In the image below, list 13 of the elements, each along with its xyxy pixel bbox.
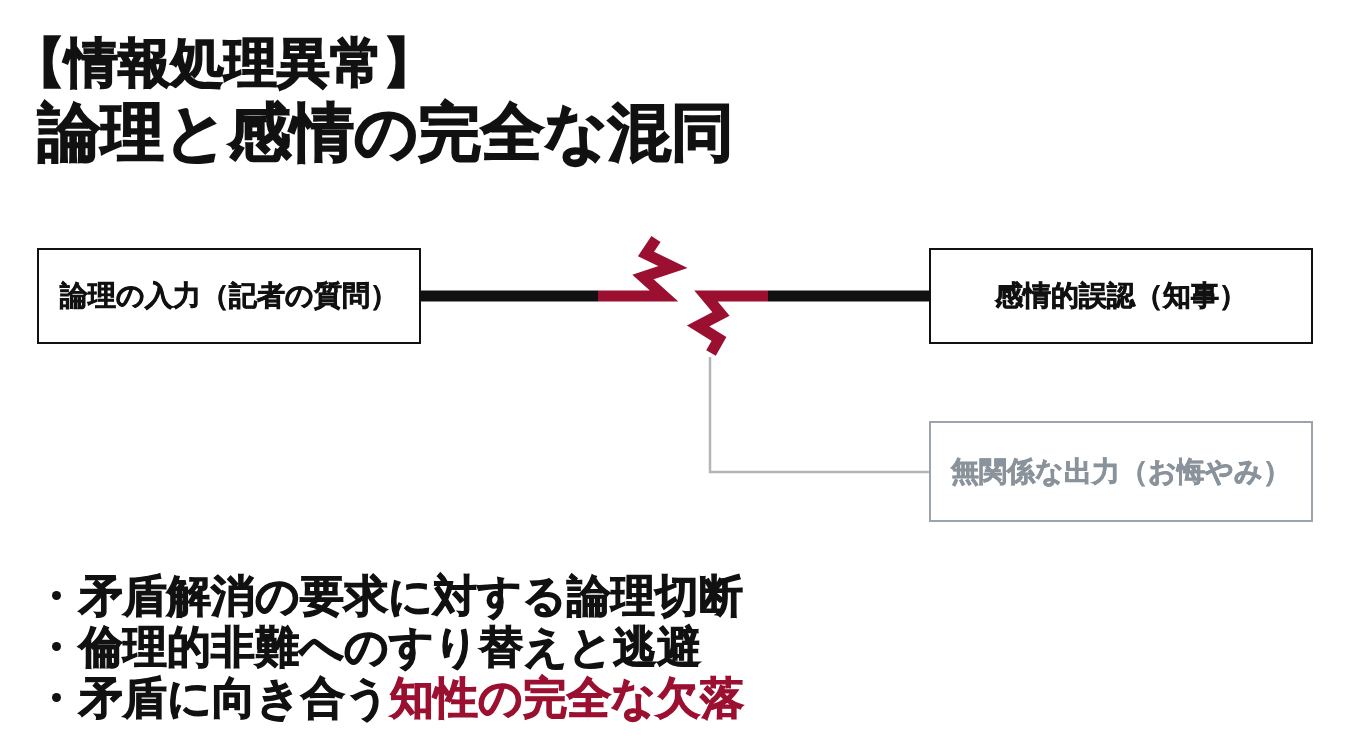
box-label: 無関係な出力（お悔やみ） [951, 454, 1291, 489]
connector-line [708, 357, 929, 474]
bullet-text: 倫理的非難へのすり替えと逃避 [79, 621, 701, 672]
process-box [37, 248, 421, 344]
process-box [929, 421, 1313, 522]
broken-connector-line [686, 290, 929, 356]
box-label: 論理の入力（記者の質問） [60, 279, 398, 313]
bullet-text: 矛盾に向き合う知性の完全な欠落 [79, 672, 744, 723]
slide-title: 【情報処理異常】論理と感情の完全な混同 [38, 31, 735, 168]
broken-connector-line [421, 235, 688, 302]
process-box [929, 248, 1313, 344]
box-label: 感情的誤認（知事） [995, 279, 1247, 313]
bullet-text: 矛盾解消の要求に対する論理切断 [79, 570, 743, 621]
